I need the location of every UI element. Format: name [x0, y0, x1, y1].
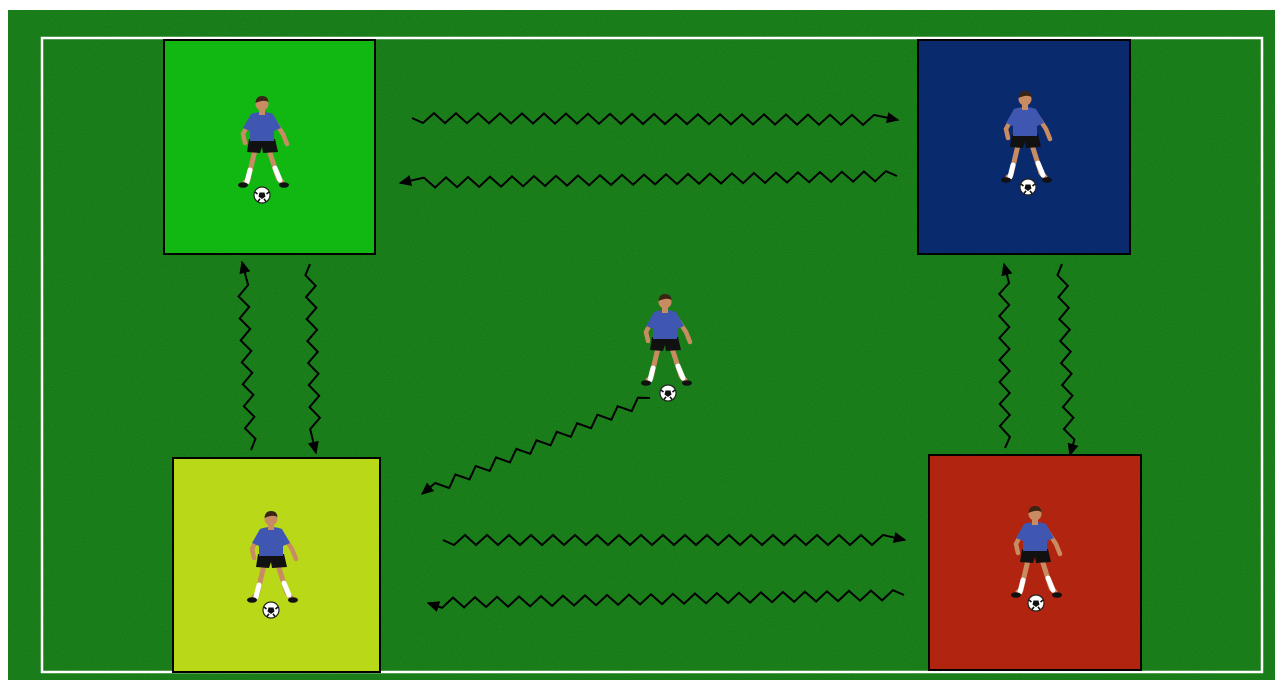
zone-top-right — [918, 40, 1130, 254]
zone-bottom-right — [929, 455, 1141, 670]
ball-icon — [1020, 179, 1036, 195]
ball-icon — [660, 385, 676, 401]
ball-icon — [254, 187, 270, 203]
ball-icon — [263, 602, 279, 618]
ball-icon — [1028, 595, 1044, 611]
